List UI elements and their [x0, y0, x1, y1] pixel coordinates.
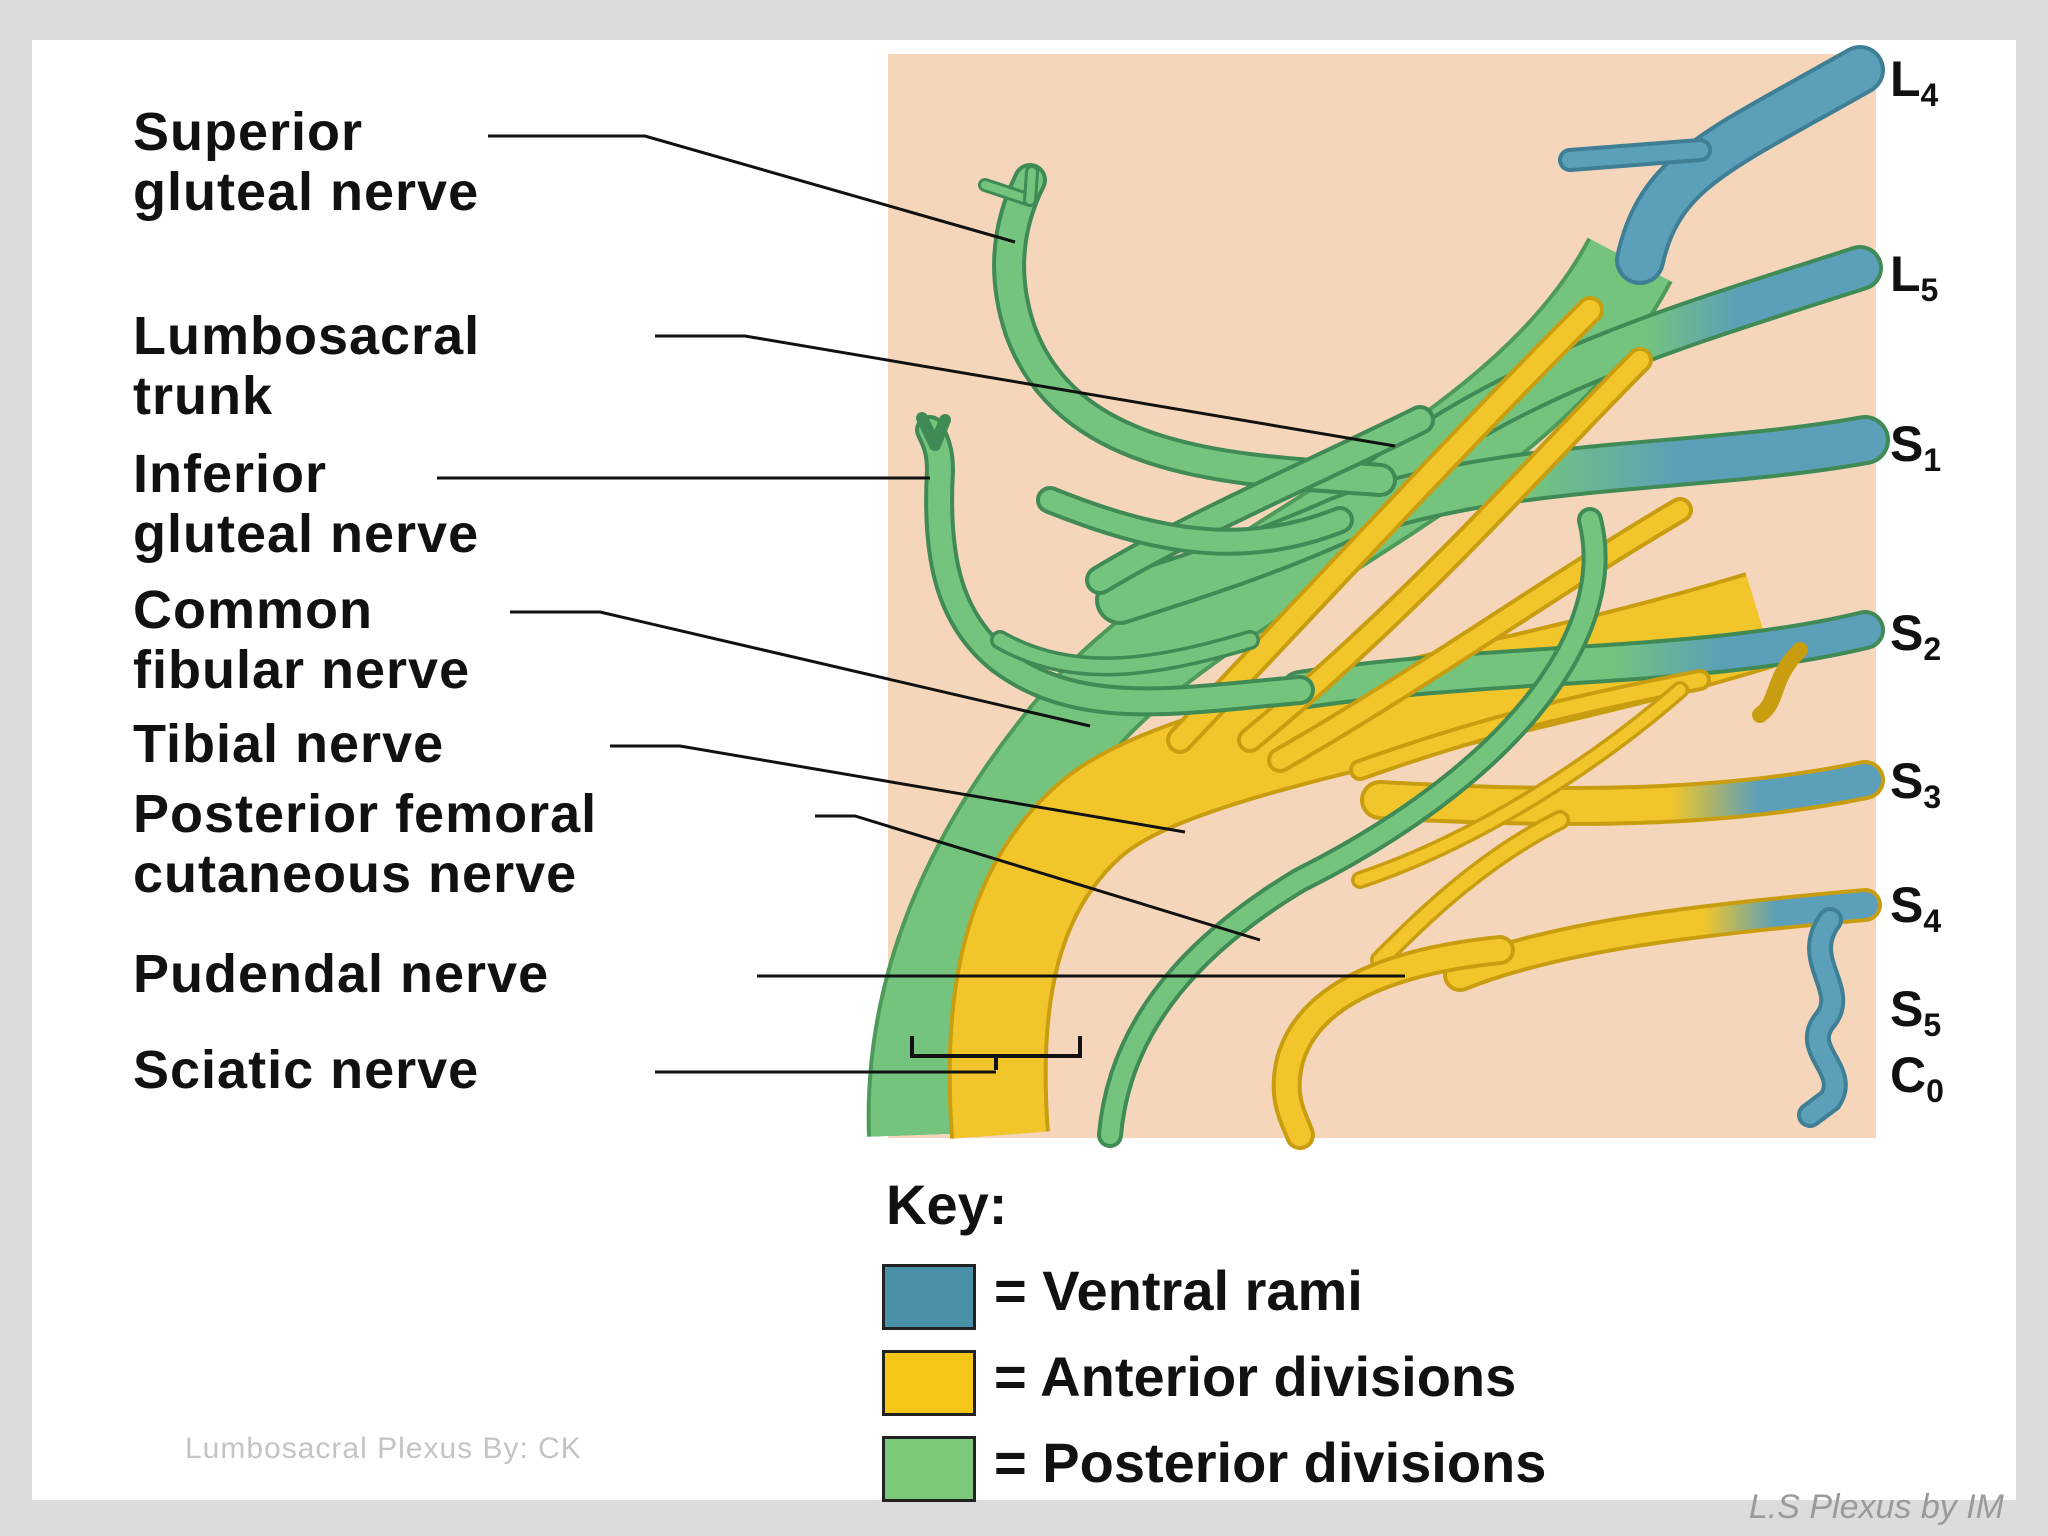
- label-sciatic-nerve: Sciatic nerve: [133, 1040, 480, 1100]
- leader-tibial: [610, 744, 1186, 834]
- leader-lumbosacral-trunk: [655, 334, 1396, 448]
- key-swatch-posterior-divisions: [882, 1436, 976, 1502]
- image-credit: Lumbosacral Plexus By: CK: [185, 1432, 582, 1465]
- anterior-division-strands: [1166, 296, 1711, 970]
- segment-label-co: C0: [1890, 1047, 1944, 1109]
- label-tibial-nerve: Tibial nerve: [133, 714, 445, 774]
- key-title: Key:: [886, 1173, 1008, 1236]
- leader-posterior-femoral: [815, 814, 1261, 942]
- key-label-ventral-rami: = Ventral rami: [994, 1259, 1363, 1322]
- key-label-posterior-divisions: = Posterior divisions: [994, 1431, 1547, 1494]
- label-inferior-gluteal-nerve: Inferior gluteal nerve: [133, 444, 480, 564]
- label-superior-gluteal-nerve: Superior gluteal nerve: [133, 102, 480, 222]
- segment-label-s4: S4: [1890, 877, 1942, 939]
- key-swatch-anterior-divisions: [882, 1350, 976, 1416]
- leader-superior-gluteal: [488, 134, 1016, 244]
- leader-common-fibular: [510, 610, 1091, 728]
- slide-footer: L.S Plexus by IM: [1748, 1488, 2004, 1526]
- key-label-anterior-divisions: = Anterior divisions: [994, 1345, 1517, 1408]
- label-posterior-femoral-cutaneous-nerve: Posterior femoral cutaneous nerve: [133, 784, 598, 904]
- segment-label-s1: S1: [1890, 416, 1942, 478]
- label-common-fibular-nerve: Common fibular nerve: [133, 580, 471, 700]
- leader-lines: [437, 134, 1405, 1074]
- segment-label-l5: L5: [1890, 246, 1939, 308]
- segment-label-s3: S3: [1890, 753, 1942, 815]
- segment-label-l4: L4: [1890, 51, 1939, 113]
- label-lumbosacral-trunk: Lumbosacral trunk: [133, 306, 481, 426]
- key-swatch-ventral-rami: [882, 1264, 976, 1330]
- segment-label-s2: S2: [1890, 605, 1942, 667]
- segment-label-s5: S5: [1890, 981, 1942, 1043]
- label-pudendal-nerve: Pudendal nerve: [133, 944, 550, 1004]
